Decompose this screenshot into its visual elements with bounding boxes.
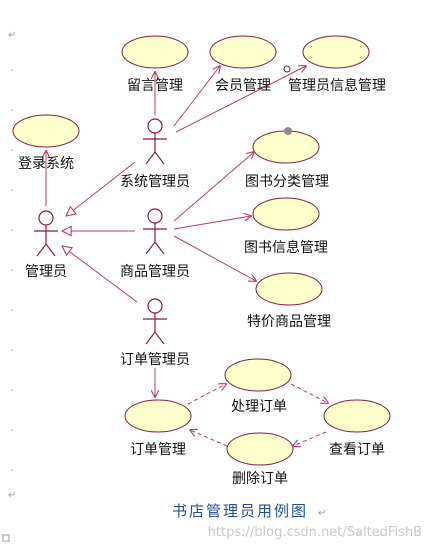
svg-text:·: · <box>10 346 13 357</box>
label-delete-order: 删除订单 <box>232 471 288 487</box>
cursor-marker <box>283 65 291 73</box>
svg-text:·: · <box>10 386 13 397</box>
association-arrows <box>46 66 306 397</box>
svg-text:·: · <box>10 146 13 157</box>
usecase-delete-order <box>226 432 294 466</box>
actor-system-admin-figure <box>143 118 167 165</box>
label-order-admin: 订单管理员 <box>120 352 190 368</box>
arrow-goods-category <box>173 152 254 222</box>
svg-text:·: · <box>10 226 13 237</box>
usecase-view-order <box>323 399 391 433</box>
usecase-order-manage <box>124 399 192 433</box>
actor-order-admin-figure <box>143 298 167 345</box>
labels: 登录系统 留言管理 会员管理 管理员信息管理 系统管理员 图书分类管理 图书信息… <box>18 77 386 487</box>
svg-text:·: · <box>10 426 13 437</box>
page-corner-mark <box>2 534 10 542</box>
arrow-process-view <box>290 383 328 403</box>
arrow-system-member <box>173 66 220 127</box>
label-message: 留言管理 <box>127 78 183 94</box>
arrow-order-process <box>187 384 226 405</box>
label-view-order: 查看订单 <box>329 442 385 458</box>
label-process-order: 处理订单 <box>231 399 287 415</box>
usecase-book-category <box>252 130 320 164</box>
svg-text:·: · <box>10 266 13 277</box>
dashed-arrows <box>187 383 328 447</box>
label-login: 登录系统 <box>18 156 74 172</box>
svg-text:·: · <box>10 106 13 117</box>
selection-dot <box>284 127 292 135</box>
usecase-process-order <box>224 358 292 392</box>
actor-admin-figure <box>34 210 58 257</box>
label-member: 会员管理 <box>215 78 271 94</box>
paragraph-marks: ↵ · · · · · · · · · · · ↵ <box>8 30 16 501</box>
usecase-member <box>209 35 277 69</box>
arrow-delete-order <box>190 430 228 447</box>
arrow-view-delete <box>293 431 327 446</box>
svg-text:·: · <box>10 66 13 77</box>
label-book-info: 图书信息管理 <box>244 239 328 256</box>
label-admin-info: 管理员信息管理 <box>288 77 386 94</box>
generalization-system-admin <box>66 161 136 216</box>
arrow-system-admin-info <box>175 66 306 133</box>
usecase-special-goods <box>255 272 323 306</box>
label-book-category: 图书分类管理 <box>245 174 329 190</box>
svg-text:↵: ↵ <box>8 30 16 41</box>
svg-text:·: · <box>10 466 13 477</box>
svg-text:·: · <box>10 306 13 317</box>
arrow-goods-special <box>173 235 256 281</box>
label-system-admin: 系统管理员 <box>120 174 190 190</box>
usecase-admin-info <box>302 35 370 69</box>
usecase-login <box>12 114 80 148</box>
actor-goods-admin-figure <box>143 208 167 255</box>
usecase-book-info <box>252 197 320 231</box>
label-admin: 管理员 <box>25 264 67 280</box>
diagram-caption: 书店管理员用例图 <box>172 502 308 520</box>
watermark: https://blog.csdn.net/SaltedFishB <box>208 525 422 540</box>
svg-text:·: · <box>10 186 13 197</box>
generalization-arrows <box>62 161 138 303</box>
label-special-goods: 特价商品管理 <box>247 314 331 330</box>
svg-text:↵: ↵ <box>8 490 16 501</box>
usecase-message <box>121 35 189 69</box>
caption-return-mark: ↵ <box>318 508 326 519</box>
arrow-goods-info <box>173 216 251 230</box>
generalization-order-admin <box>62 246 138 303</box>
label-goods-admin: 商品管理员 <box>120 264 190 280</box>
label-order-manage: 订单管理 <box>130 442 186 458</box>
usecase-ellipses <box>12 35 391 466</box>
